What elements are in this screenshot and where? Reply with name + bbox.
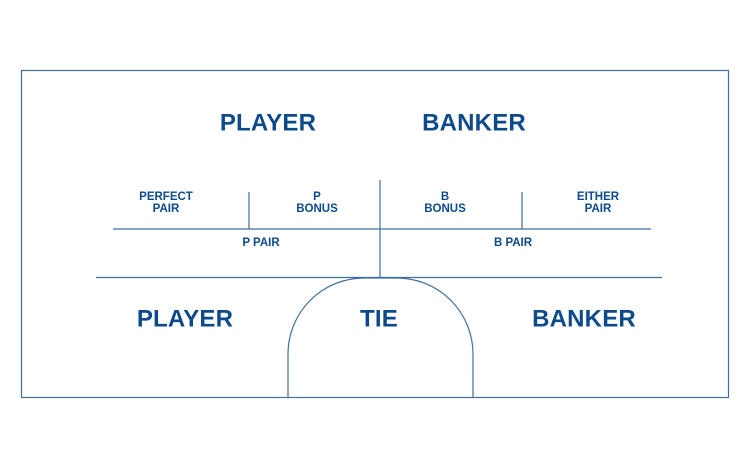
b-bonus-bet[interactable]: B BONUS bbox=[424, 191, 466, 215]
p-pair-bet[interactable]: P PAIR bbox=[242, 236, 280, 249]
p-bonus-line1: P bbox=[313, 190, 321, 203]
b-bonus-line2: BONUS bbox=[424, 203, 466, 215]
p-bonus-bet[interactable]: P BONUS bbox=[296, 191, 338, 215]
banker-top-bet[interactable]: BANKER bbox=[422, 109, 526, 137]
either-pair-line1: EITHER bbox=[576, 190, 620, 203]
either-pair-line2: PAIR bbox=[584, 203, 612, 215]
player-top-bet[interactable]: PLAYER bbox=[219, 109, 317, 137]
table-border bbox=[20, 69, 730, 399]
perfect-pair-line2: PAIR bbox=[152, 203, 180, 215]
perfect-pair-bet[interactable]: PERFECT PAIR bbox=[139, 191, 193, 215]
either-pair-bet[interactable]: EITHER PAIR bbox=[577, 191, 619, 215]
tie-bet[interactable]: TIE bbox=[360, 305, 398, 333]
p-bonus-line2: BONUS bbox=[296, 203, 338, 215]
b-bonus-line1: B bbox=[440, 190, 450, 203]
player-bottom-bet[interactable]: PLAYER bbox=[136, 305, 234, 333]
banker-bottom-bet[interactable]: BANKER bbox=[532, 305, 636, 333]
tie-arch bbox=[287, 277, 474, 397]
b-pair-bet[interactable]: B PAIR bbox=[493, 236, 533, 249]
perfect-pair-line1: PERFECT bbox=[139, 190, 193, 203]
